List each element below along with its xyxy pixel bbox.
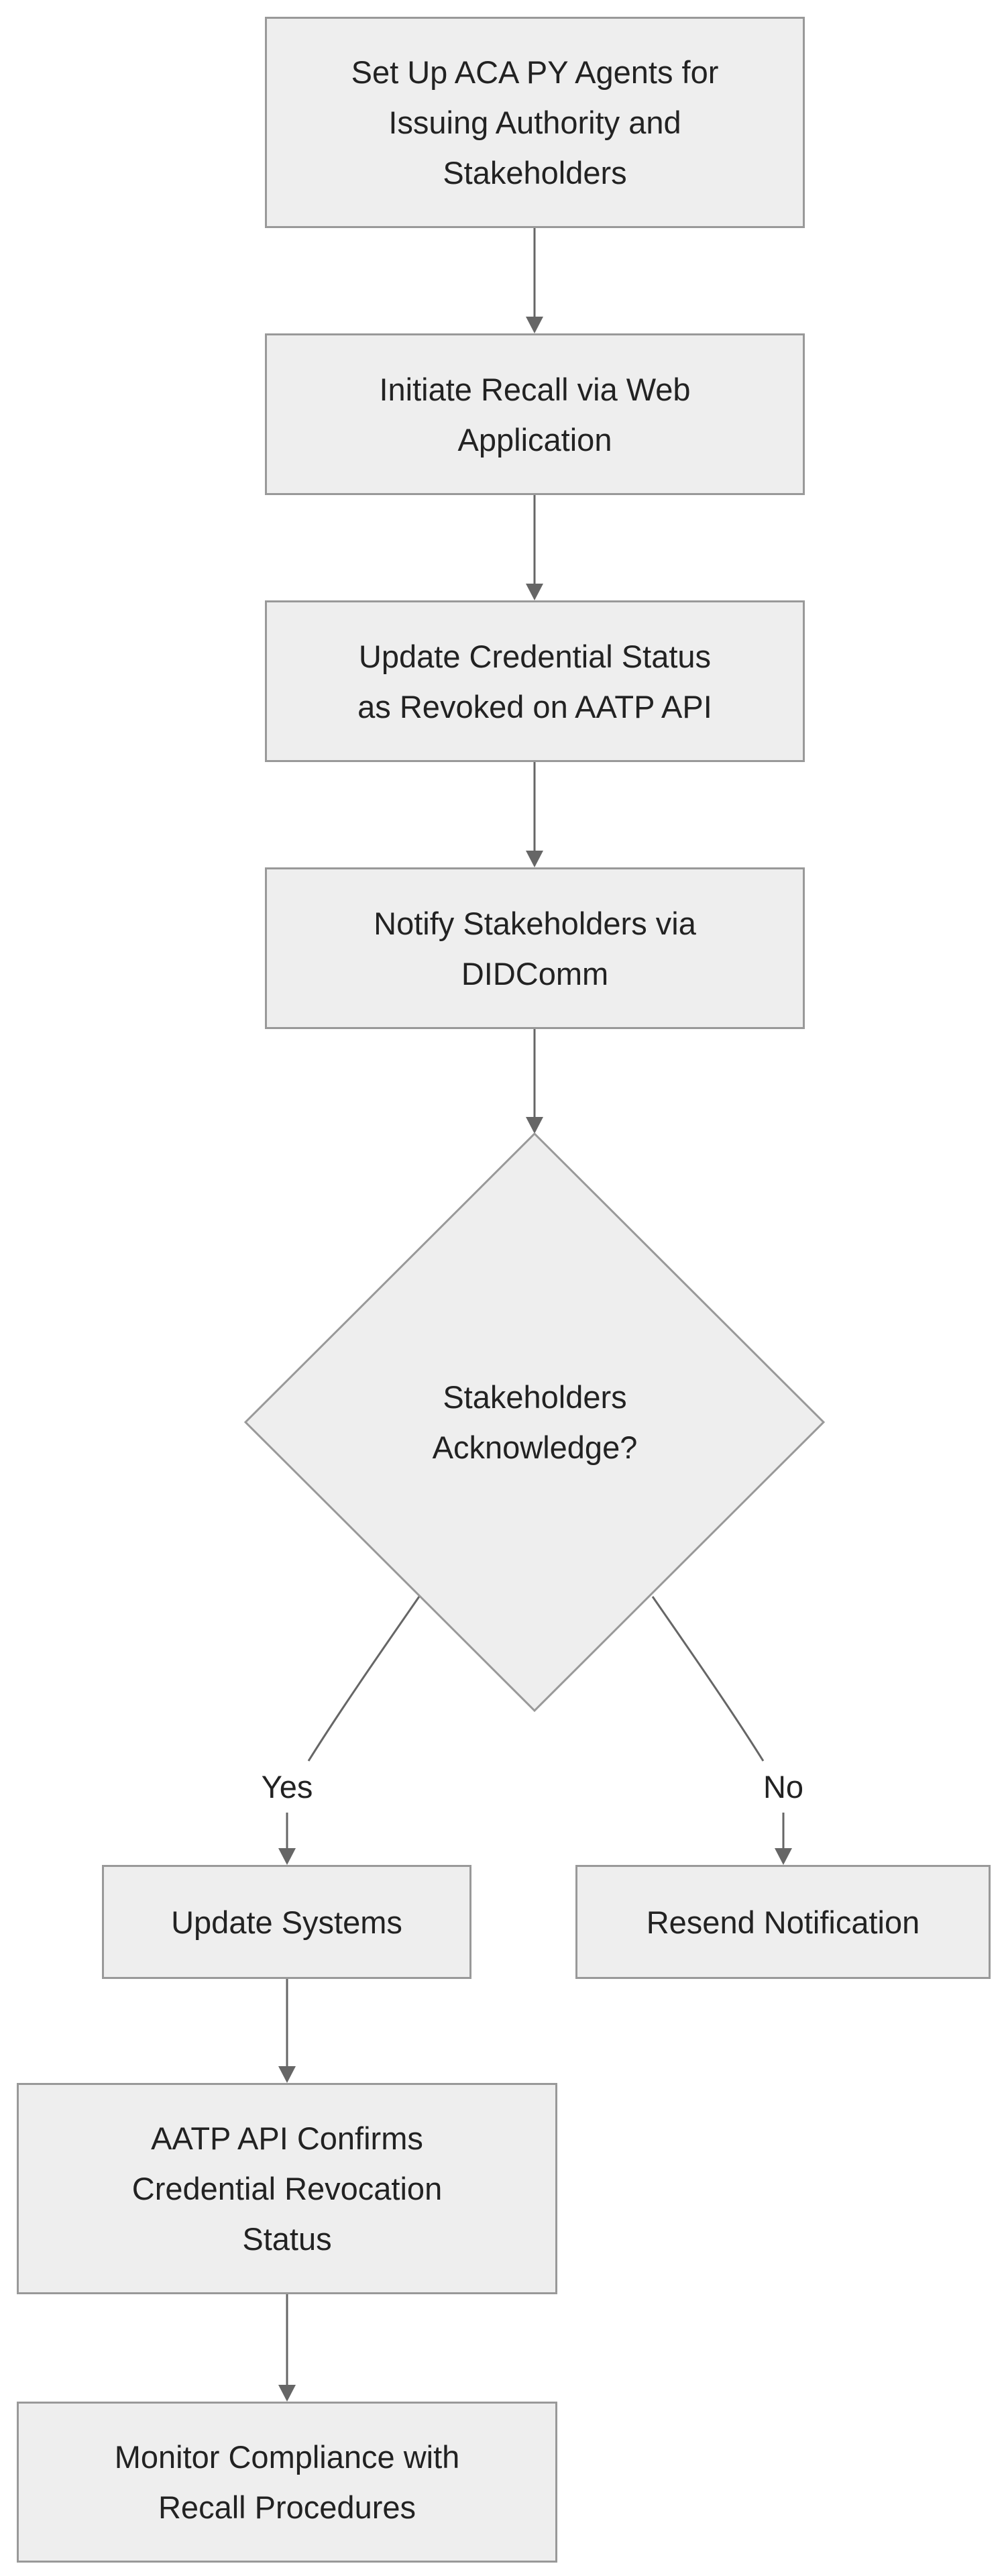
update-systems-node: Update Systems: [102, 1865, 471, 1979]
arrowhead-update-status: [526, 584, 543, 600]
resend-notification-node: Resend Notification: [575, 1865, 991, 1979]
decision-diamond: [243, 1132, 826, 1713]
decision-text: Stakeholders Acknowledge?: [432, 1379, 638, 1465]
edge-decision-to-yes-label: [307, 1596, 421, 1762]
no-edge-label: No: [753, 1767, 814, 1807]
arrowhead-decision: [526, 1117, 543, 1134]
update-systems-label: Update Systems: [171, 1904, 402, 1940]
initiate-recall-label: Initiate Recall via Web Application: [379, 371, 691, 458]
arrowhead-initiate: [526, 317, 543, 333]
edge-decision-to-no-label: [651, 1596, 765, 1762]
setup-agents-node: Set Up ACA PY Agents for Issuing Authori…: [265, 17, 805, 228]
confirms-revocation-node: AATP API Confirms Credential Revocation …: [17, 2083, 557, 2294]
setup-agents-label: Set Up ACA PY Agents for Issuing Authori…: [351, 54, 719, 191]
monitor-compliance-label: Monitor Compliance with Recall Procedure…: [114, 2439, 460, 2525]
update-status-node: Update Credential Status as Revoked on A…: [265, 600, 805, 762]
arrowhead-notify: [526, 851, 543, 867]
arrowhead-update-systems: [278, 1848, 296, 1865]
decision-label: Stakeholders Acknowledge?: [362, 1368, 708, 1476]
confirms-revocation-label: AATP API Confirms Credential Revocation …: [131, 2121, 443, 2257]
notify-stakeholders-node: Notify Stakeholders via DIDComm: [265, 867, 805, 1029]
initiate-recall-node: Initiate Recall via Web Application: [265, 333, 805, 495]
monitor-compliance-node: Monitor Compliance with Recall Procedure…: [17, 2402, 557, 2563]
notify-stakeholders-label: Notify Stakeholders via DIDComm: [374, 905, 696, 991]
arrowhead-resend: [775, 1848, 792, 1865]
resend-notification-label: Resend Notification: [646, 1904, 920, 1940]
arrowhead-confirms: [278, 2066, 296, 2083]
update-status-label: Update Credential Status as Revoked on A…: [357, 638, 712, 724]
arrowhead-monitor: [278, 2385, 296, 2402]
yes-edge-label: Yes: [254, 1767, 321, 1807]
